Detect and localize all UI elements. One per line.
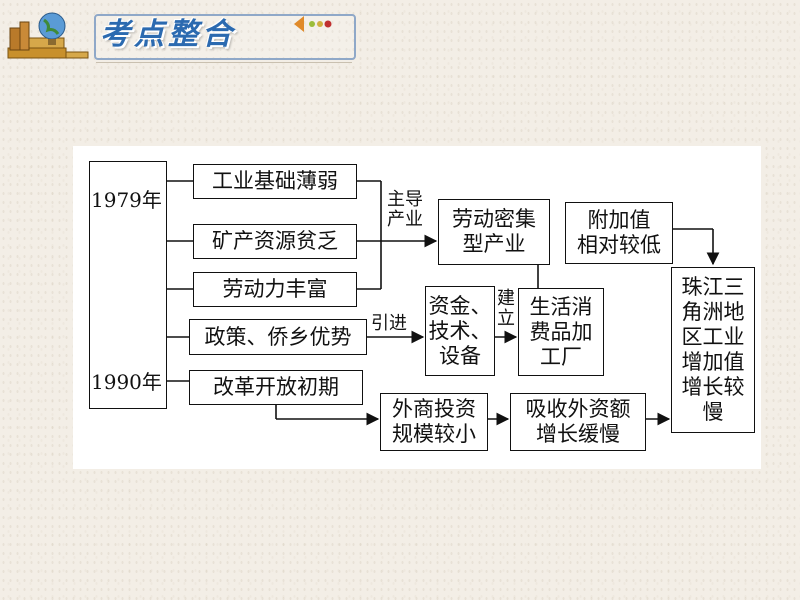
page-title: 考点整合 [100,17,236,52]
added-value-low: 附加值 相对较低 [565,202,673,264]
period-start-label: 1979年 [91,184,162,213]
foreign-investment-small: 外商投资 规模较小 [380,393,488,451]
books-globe-logo [7,12,89,59]
period-end-label: 1990年 [91,366,162,395]
labor-intensive-industry: 劳动密集 型产业 [438,199,550,265]
condition-rich-labor: 劳动力丰富 [193,272,357,307]
pearl-river-delta-result: 珠江三 角洲地 区工业 增加值 增长较 慢 [671,267,755,433]
condition-reform-opening: 改革开放初期 [189,370,363,405]
condition-weak-industry: 工业基础薄弱 [193,164,357,199]
establish-label: 建 立 [497,288,517,329]
absorb-foreign-capital-slow: 吸收外资额 增长缓慢 [510,393,646,451]
arrow-dots-decoration [294,16,332,32]
capital-technology-equipment: 资金、 技术、 设备 [425,286,495,376]
header-underline [96,62,352,63]
introduce-label: 引进 [371,313,407,334]
leading-industry-label: 主导 产业 [387,189,423,230]
flow-diagram: 1979年 1990年 工业基础薄弱 矿产资源贫乏 劳动力丰富 政策、侨乡优势 … [73,146,761,469]
condition-scarce-minerals: 矿产资源贫乏 [193,224,357,259]
condition-policy-advantage: 政策、侨乡优势 [189,319,367,355]
consumer-goods-factory: 生活消 费品加 工厂 [518,288,604,376]
